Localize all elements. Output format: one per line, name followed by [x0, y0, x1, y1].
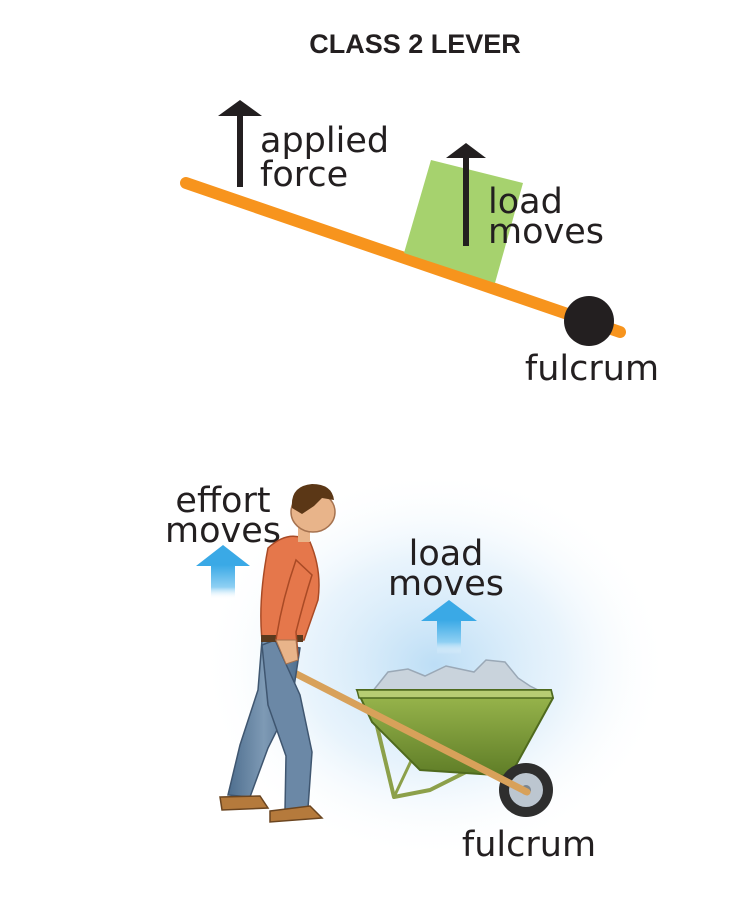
applied-force-label-line1: applied [260, 121, 389, 161]
wheelbarrow-handle [271, 659, 531, 796]
person-figure [219, 484, 336, 823]
fulcrum-circle [564, 296, 614, 346]
applied-force-arrow-icon [218, 100, 262, 187]
load-moves-label-line1: load [488, 182, 563, 222]
lever-diagram: applied force load moves fulcrum [180, 100, 659, 389]
load-arrow-blue-icon [421, 600, 477, 654]
lever-bar [180, 177, 626, 338]
wheelbarrow-illustration: effort moves load moves [165, 470, 670, 865]
wheelbarrow-load [370, 659, 541, 693]
load-arrow-icon [446, 143, 486, 246]
fulcrum-illustration-label: fulcrum [462, 825, 596, 865]
figure-title: CLASS 2 LEVER [309, 29, 521, 59]
load-moves-illustration-label-line1: load [409, 534, 484, 574]
load-moves-illustration-label-line2: moves [388, 564, 504, 604]
effort-moves-label-line1: effort [175, 481, 270, 521]
applied-force-label-line2: force [260, 155, 348, 195]
effort-arrow-icon [196, 545, 250, 599]
load-moves-label-line2: moves [488, 212, 604, 252]
fulcrum-label: fulcrum [525, 349, 659, 389]
effort-moves-label-line2: moves [165, 511, 281, 551]
